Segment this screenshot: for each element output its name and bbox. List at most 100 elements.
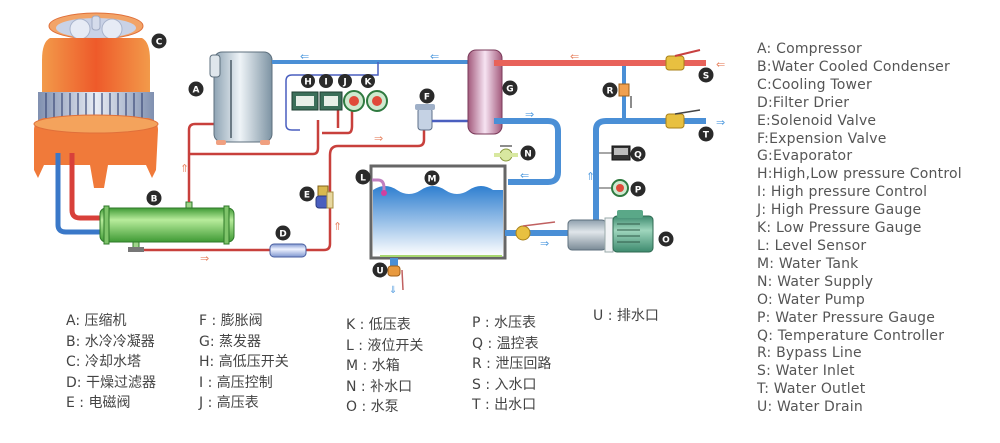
- badge-n: N: [524, 150, 532, 160]
- legend-item: I : 高压控制: [199, 374, 273, 391]
- badge-h: H: [304, 78, 312, 88]
- legend-item: I: High pressure Control: [757, 184, 928, 201]
- badge-b: B: [151, 195, 158, 205]
- legend-item: N : 补水口: [346, 378, 413, 395]
- flow-arrow: ⇐: [300, 50, 309, 63]
- badge-e: E: [304, 191, 310, 201]
- drain-valve: [387, 265, 401, 277]
- legend-item: Q: Temperature Controller: [757, 327, 945, 344]
- legend-item: B: 水冷冷凝器: [66, 333, 155, 350]
- legend-item: E:Solenoid Valve: [757, 112, 877, 129]
- flow-arrow: ⇒: [716, 116, 725, 129]
- legend-item: R: Bypass Line: [757, 345, 862, 362]
- flow-arrow: ⇐: [716, 58, 725, 71]
- badge-f: F: [424, 93, 430, 103]
- legend-item: S: Water Inlet: [757, 363, 855, 380]
- legend-item: L: Level Sensor: [757, 237, 867, 254]
- flow-arrow: ⇐: [430, 50, 439, 63]
- flow-arrow: ⇑: [586, 170, 595, 183]
- water-pressure-gauge: [611, 179, 629, 197]
- badge-q: Q: [634, 151, 642, 161]
- legend-english: A: Compressor B:Water Cooled Condenser C…: [757, 41, 962, 417]
- badge-a: A: [193, 86, 200, 96]
- legend-item: O : 水泵: [346, 399, 399, 415]
- legend-item: K : 低压表: [346, 317, 411, 333]
- legend-item: K: Low Pressure Gauge: [757, 220, 922, 237]
- legend-item: G: 蒸发器: [199, 333, 262, 350]
- legend-item: T : 出水口: [472, 397, 537, 413]
- badge-u: U: [376, 267, 383, 277]
- flow-arrow: ⇒: [200, 252, 209, 265]
- outlet-ball-valve: [665, 109, 701, 129]
- badge-j: J: [342, 78, 346, 88]
- legend-item: H:High,Low pressure Control: [757, 166, 962, 183]
- legend-item: E : 电磁阀: [66, 395, 131, 411]
- legend-item: U: Water Drain: [757, 399, 863, 416]
- flow-arrow: ⇓: [389, 285, 397, 296]
- filter-drier: [269, 243, 307, 258]
- legend-item: C:Cooling Tower: [757, 76, 872, 93]
- water-cooled-condenser: [99, 201, 235, 252]
- flow-arrow: ⇐: [520, 169, 529, 182]
- badge-p: P: [635, 186, 642, 196]
- low-pressure-tap: [285, 62, 379, 131]
- legend-item: M: Water Tank: [757, 255, 859, 272]
- legend-item: N: Water Supply: [757, 273, 874, 290]
- legend-item: C: 冷却水塔: [66, 354, 141, 370]
- legend-item: B:Water Cooled Condenser: [757, 58, 950, 75]
- legend-item: Q : 温控表: [472, 335, 539, 352]
- legend-item: A: 压缩机: [66, 313, 127, 329]
- legend-item: R : 泄压回路: [472, 356, 552, 372]
- badge-t: T: [703, 131, 710, 141]
- legend-item: M : 水箱: [346, 358, 400, 374]
- expansion-valve: [415, 104, 435, 131]
- legend-item: L : 液位开关: [346, 337, 424, 354]
- badge-m: M: [428, 175, 437, 185]
- high-low-pressure-control: [291, 91, 319, 111]
- badge-r: R: [607, 87, 614, 97]
- tower-supply-pipe: [69, 153, 100, 221]
- water-supply-valve: [494, 145, 518, 162]
- legend-item: O: Water Pump: [757, 291, 865, 308]
- bypass-valve: [618, 83, 630, 97]
- legend-item: F : 膨胀阀: [199, 313, 263, 329]
- legend-item: U : 排水口: [593, 308, 659, 324]
- legend-item: F:Expension Valve: [757, 130, 887, 147]
- badge-g: G: [506, 85, 513, 95]
- badge-s: S: [703, 72, 709, 82]
- legend-chinese-col3: K : 低压表 L : 液位开关 M : 水箱 N : 补水口 O : 水泵: [346, 315, 423, 418]
- legend-item: P : 水压表: [472, 315, 537, 331]
- badge-d: D: [279, 230, 286, 240]
- legend-item: T: Water Outlet: [757, 381, 866, 398]
- evap-return-pipe: [494, 118, 561, 185]
- legend-item: D: 干燥过滤器: [66, 374, 156, 391]
- legend-item: J: High Pressure Gauge: [757, 202, 922, 219]
- low-pressure-gauge: [366, 90, 388, 112]
- high-pressure-control: [319, 91, 343, 111]
- water-outlet-pipe: [593, 118, 706, 230]
- legend-item: A: Compressor: [757, 41, 862, 57]
- flow-arrow: ⇐: [570, 50, 579, 63]
- compressor: [209, 51, 273, 145]
- legend-item: D:Filter Drier: [757, 94, 850, 111]
- flow-arrow: ⇑: [333, 220, 342, 233]
- evaporator: [467, 49, 503, 135]
- solenoid-valve: [315, 185, 334, 209]
- tower-return-pipe: [55, 153, 100, 235]
- legend-item: S : 入水口: [472, 376, 537, 393]
- legend-chinese-col5: U : 排水口: [593, 306, 659, 327]
- legend-item: J : 高压表: [199, 395, 259, 411]
- legend-item: P: Water Pressure Gauge: [757, 309, 936, 326]
- legend-chinese-col4: P : 水压表 Q : 温控表 R : 泄压回路 S : 入水口 T : 出水口: [472, 313, 551, 416]
- water-pump: [567, 210, 654, 253]
- legend-chinese-col1: A: 压缩机 B: 水冷冷凝器 C: 冷却水塔 D: 干燥过滤器 E : 电磁阀: [66, 311, 156, 414]
- flow-arrow: ⇒: [525, 108, 534, 121]
- badge-k: K: [365, 78, 373, 88]
- legend-chinese-col2: F : 膨胀阀 G: 蒸发器 H: 高低压开关 I : 高压控制 J : 高压表: [199, 311, 289, 414]
- legend-item: G:Evaporator: [757, 148, 853, 165]
- badge-o: O: [662, 236, 670, 246]
- legend-item: H: 高低压开关: [199, 354, 289, 370]
- tank-outlet-valve: [515, 221, 556, 241]
- cooling-tower: [33, 12, 159, 188]
